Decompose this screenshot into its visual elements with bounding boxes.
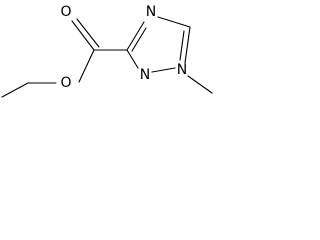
bond-n1-n2 xyxy=(151,67,176,73)
atom-label-ring-n1: N xyxy=(177,62,187,78)
bond-n4-c5 xyxy=(157,16,191,28)
bond-c-o-double-inner xyxy=(76,18,100,48)
atom-label-ring-n2: N xyxy=(140,67,150,83)
bond-n1-methyl xyxy=(187,75,213,94)
bond-n2-c3 xyxy=(126,49,139,69)
atom-label-carbonyl-oxygen: O xyxy=(60,4,71,20)
bond-c5-n1-inner xyxy=(179,30,185,61)
bond-c5-n1-outer xyxy=(184,26,191,64)
bond-c3-n4-outer xyxy=(126,21,145,51)
atom-label-ring-n4: N xyxy=(146,4,156,20)
bond-ch3-ch2 xyxy=(1,82,29,98)
structure-diagram: O O N N N xyxy=(1,4,213,98)
bond-c3-n4-inner xyxy=(131,27,147,52)
bond-o-carbonyl-c xyxy=(78,49,95,83)
bonds xyxy=(1,16,213,98)
atom-labels: O O N N N xyxy=(60,4,187,91)
atom-label-ester-oxygen: O xyxy=(60,75,71,91)
bond-c-o-double-outer xyxy=(71,20,95,51)
